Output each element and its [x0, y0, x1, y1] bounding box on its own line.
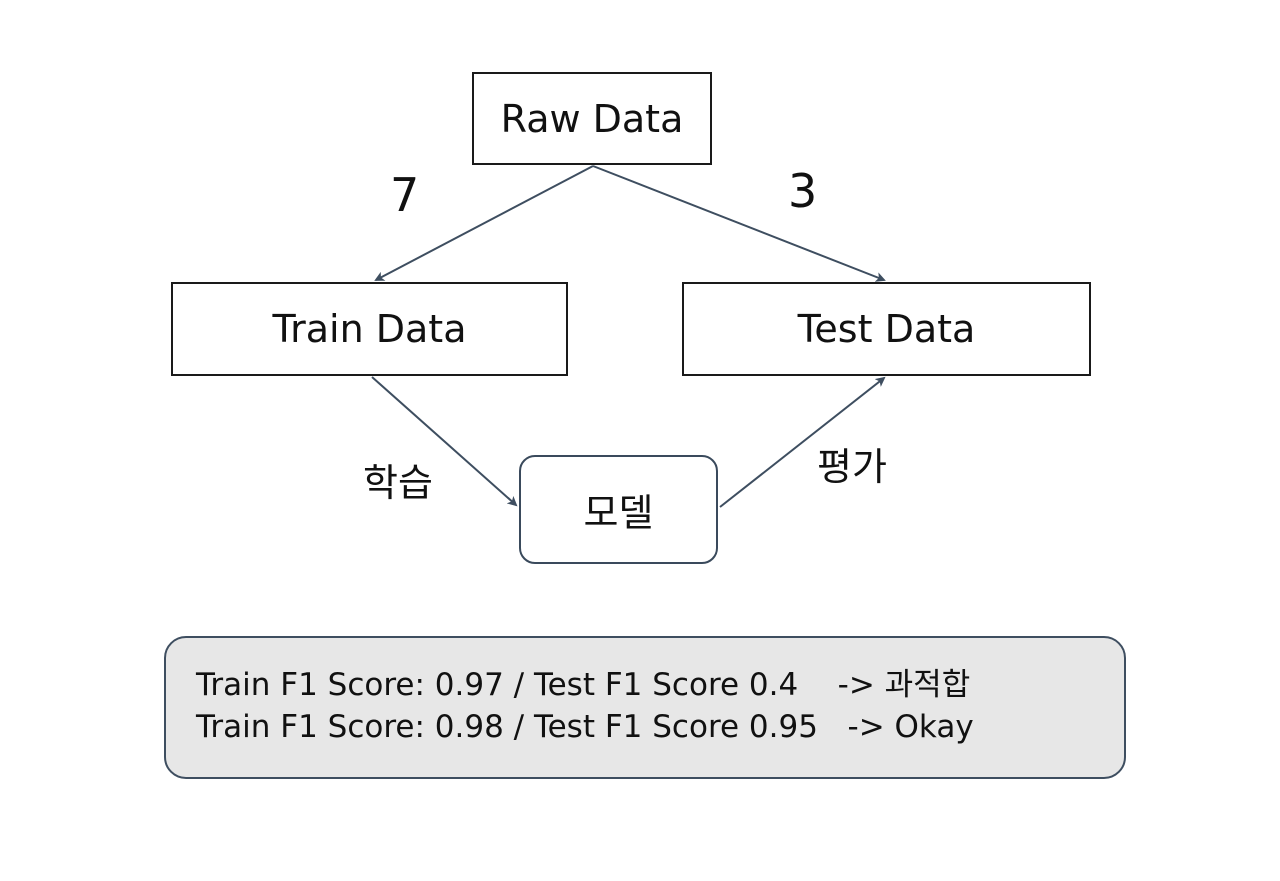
- test-data-node: Test Data: [682, 282, 1091, 376]
- arrow-raw-to-test: [592, 165, 886, 282]
- test-split-ratio: 3: [788, 164, 818, 218]
- score-summary-box: Train F1 Score: 0.97 / Test F1 Score 0.4…: [164, 636, 1126, 779]
- train-data-label: Train Data: [272, 307, 467, 351]
- summary-line-okay: Train F1 Score: 0.98 / Test F1 Score 0.9…: [196, 709, 974, 745]
- train-split-ratio: 7: [390, 168, 420, 222]
- raw-data-node: Raw Data: [472, 72, 712, 165]
- raw-data-label: Raw Data: [500, 96, 684, 141]
- arrow-train-to-model: [371, 376, 518, 507]
- model-node: 모델: [519, 455, 718, 564]
- learn-edge-label: 학습: [363, 461, 433, 505]
- model-label: 모델: [583, 491, 654, 535]
- evaluate-edge-label: 평가: [817, 445, 887, 489]
- test-data-label: Test Data: [797, 307, 976, 351]
- arrow-raw-to-train: [374, 165, 594, 281]
- summary-line-overfit: Train F1 Score: 0.97 / Test F1 Score 0.4…: [196, 667, 971, 703]
- train-data-node: Train Data: [171, 282, 568, 376]
- arrow-model-to-test: [719, 376, 886, 508]
